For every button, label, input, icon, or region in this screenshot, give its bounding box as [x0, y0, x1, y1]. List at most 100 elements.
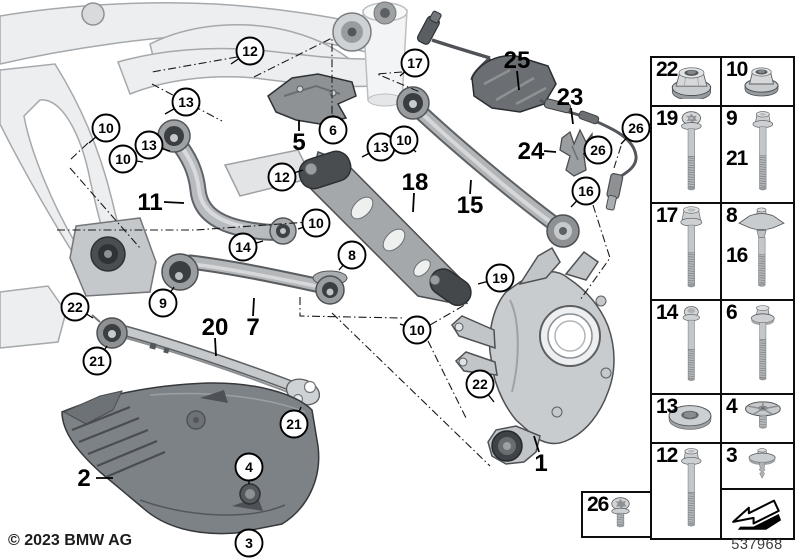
callout-circled-14: 14 — [228, 232, 258, 262]
callout-plain-11: 11 — [137, 189, 162, 216]
legend-cell-6: 6 — [720, 299, 795, 395]
body-clip-screw-icon — [748, 448, 776, 479]
legend-cell-22: 22 — [650, 56, 722, 107]
svg-text:10: 10 — [396, 132, 412, 148]
svg-text:15: 15 — [457, 192, 484, 219]
svg-text:13: 13 — [178, 94, 194, 110]
legend-label-13: 13 — [656, 395, 678, 418]
part-20-toe-link — [91, 314, 321, 406]
svg-text:25: 25 — [504, 47, 531, 74]
callout-plain-25: 25 — [504, 47, 531, 74]
legend-label-8: 8 — [726, 204, 738, 227]
callout-circled-10: 10 — [389, 125, 419, 155]
callout-circled-10: 10 — [108, 144, 138, 174]
part-abs-sensor-tip — [605, 173, 624, 211]
svg-text:2: 2 — [77, 465, 90, 492]
svg-text:14: 14 — [235, 239, 251, 255]
svg-text:1: 1 — [534, 450, 547, 477]
part-lower-mount — [69, 217, 157, 297]
hex-flange-bolt-icon — [681, 448, 702, 527]
countersunk-washer-bolt-icon — [738, 207, 785, 287]
svg-text:19: 19 — [492, 270, 508, 286]
svg-text:9: 9 — [159, 295, 167, 311]
callout-plain-1: 1 — [534, 450, 547, 477]
svg-text:26: 26 — [628, 120, 644, 136]
flange-nut-small-icon — [744, 67, 779, 97]
legend-label-14: 14 — [656, 301, 678, 324]
part-5-bracket — [267, 73, 357, 125]
callout-plain-2: 2 — [77, 465, 90, 492]
callout-circled-10: 10 — [91, 113, 121, 143]
svg-text:20: 20 — [202, 314, 229, 341]
legend-label-12: 12 — [656, 444, 678, 467]
svg-text:3: 3 — [245, 535, 253, 551]
svg-text:22: 22 — [67, 299, 83, 315]
legend-label-16: 16 — [726, 244, 748, 267]
svg-text:13: 13 — [373, 139, 389, 155]
part-18-trailing-strut — [298, 150, 472, 307]
plastic-nut-icon — [744, 401, 781, 429]
svg-text:22: 22 — [472, 376, 488, 392]
legend-cell-10: 10 — [720, 56, 795, 107]
torx-screw-short-icon — [611, 497, 630, 528]
legend-label-19: 19 — [656, 107, 678, 130]
part-subframe-bushing — [332, 12, 372, 52]
legend-cell-12: 12 — [650, 442, 722, 540]
callout-circled-9: 9 — [148, 288, 178, 318]
callout-circled-13: 13 — [171, 87, 201, 117]
legend-label-26: 26 — [587, 493, 609, 516]
legend-cell-14: 14 — [650, 299, 722, 395]
direction-of-travel-arrow-icon — [732, 499, 782, 530]
svg-text:7: 7 — [246, 314, 259, 341]
legend-label-10: 10 — [726, 58, 748, 81]
callout-plain-20: 20 — [202, 314, 229, 341]
legend-label-4: 4 — [726, 395, 738, 418]
svg-text:10: 10 — [115, 151, 131, 167]
diagram-number: 537968 — [731, 537, 783, 553]
part-15-control-rod — [396, 86, 580, 248]
callout-plain-18: 18 — [402, 169, 429, 196]
svg-text:11: 11 — [137, 189, 162, 216]
callout-plain-15: 15 — [457, 192, 484, 219]
dome-head-bolt-icon — [682, 306, 700, 381]
part-spring-pad — [362, 1, 408, 107]
legend-cell-4: 4 — [720, 393, 795, 444]
svg-text:10: 10 — [308, 215, 324, 231]
svg-text:8: 8 — [348, 247, 356, 263]
svg-text:16: 16 — [578, 183, 594, 199]
svg-text:10: 10 — [98, 120, 114, 136]
callout-circled-12: 12 — [235, 36, 265, 66]
legend-cell-8: 8 16 — [720, 202, 795, 301]
legend-label-17: 17 — [656, 204, 678, 227]
part-1-wheel-carrier — [451, 246, 615, 465]
part-7-wishbone — [161, 253, 348, 305]
svg-text:21: 21 — [286, 416, 302, 432]
part-24-cable-bracket — [559, 128, 593, 177]
flat-washer-icon — [668, 405, 712, 430]
part-11-camber-arm — [153, 119, 297, 245]
callout-circled-10: 10 — [301, 208, 331, 238]
svg-text:24: 24 — [518, 138, 545, 165]
svg-text:21: 21 — [89, 353, 105, 369]
callout-circled-3: 3 — [234, 528, 264, 558]
copyright-text: © 2023 BMW AG — [8, 532, 133, 549]
svg-text:4: 4 — [245, 459, 253, 475]
legend-label-9: 9 — [726, 107, 738, 130]
callout-circled-4: 4 — [234, 452, 264, 482]
callout-layer: 12 13 10 13 10 12 6 17 13 10 26 26 16 — [60, 36, 651, 558]
callout-circled-13: 13 — [134, 130, 164, 160]
legend-cell-17: 17 — [650, 202, 722, 301]
part-2-underbody-shield — [61, 382, 320, 535]
callout-circled-19: 19 — [485, 263, 515, 293]
svg-text:17: 17 — [407, 55, 423, 71]
legend-cell-arrow — [720, 488, 795, 540]
svg-text:10: 10 — [409, 322, 425, 338]
construction-lines — [57, 37, 622, 467]
legend-cell-19: 19 — [650, 105, 722, 204]
legend-label-6: 6 — [726, 301, 738, 324]
legend-label-3: 3 — [726, 444, 738, 467]
callout-circled-26: 26 — [583, 135, 613, 165]
svg-text:12: 12 — [242, 43, 258, 59]
legend-label-22: 22 — [656, 58, 678, 81]
